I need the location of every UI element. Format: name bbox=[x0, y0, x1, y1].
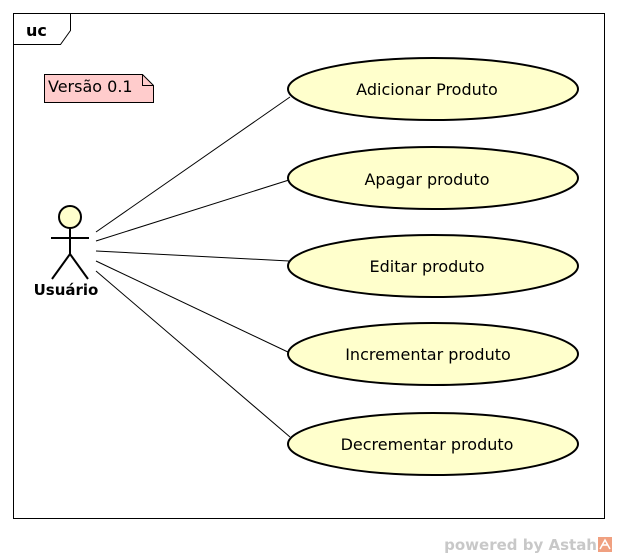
actor-head bbox=[58, 205, 82, 229]
actor-left-leg bbox=[51, 253, 71, 280]
frame-label-tab bbox=[13, 13, 71, 45]
use-case-label: Adicionar Produto bbox=[356, 80, 498, 99]
astah-logo-mark bbox=[599, 538, 611, 550]
use-case-decrementar-produto[interactable]: Decrementar produto bbox=[287, 412, 579, 476]
version-note-text: Versão 0.1 bbox=[48, 77, 133, 96]
note-fold bbox=[142, 74, 154, 86]
use-case-ellipse bbox=[287, 412, 579, 476]
association-line bbox=[95, 179, 290, 242]
association-line bbox=[95, 96, 291, 233]
astah-watermark: powered by Astah bbox=[444, 536, 612, 554]
use-case-ellipse bbox=[287, 57, 579, 121]
use-case-ellipse bbox=[287, 322, 579, 386]
associations bbox=[95, 96, 291, 438]
diagram-frame bbox=[13, 13, 605, 519]
actor-right-leg bbox=[69, 253, 89, 280]
actor-name: Usuário bbox=[34, 281, 99, 299]
version-note bbox=[44, 74, 154, 103]
use-case-apagar-produto[interactable]: Apagar produto bbox=[287, 146, 579, 210]
actor[interactable]: Usuário bbox=[34, 205, 99, 299]
association-line bbox=[95, 250, 290, 262]
use-case-ellipse bbox=[287, 146, 579, 210]
use-case-label: Apagar produto bbox=[364, 170, 489, 189]
use-case-adicionar-produto[interactable]: Adicionar Produto bbox=[287, 57, 579, 121]
watermark-text: powered by Astah bbox=[444, 536, 597, 554]
use-case-label: Editar produto bbox=[370, 257, 485, 276]
use-case-editar-produto[interactable]: Editar produto bbox=[287, 234, 579, 298]
frame-label: uc bbox=[26, 21, 47, 40]
use-case-label: Decrementar produto bbox=[341, 435, 514, 454]
association-line bbox=[95, 270, 291, 438]
association-line bbox=[95, 260, 291, 354]
use-case-ellipse bbox=[287, 234, 579, 298]
use-case-label: Incrementar produto bbox=[345, 345, 511, 364]
use-case-incrementar-produto[interactable]: Incrementar produto bbox=[287, 322, 579, 386]
